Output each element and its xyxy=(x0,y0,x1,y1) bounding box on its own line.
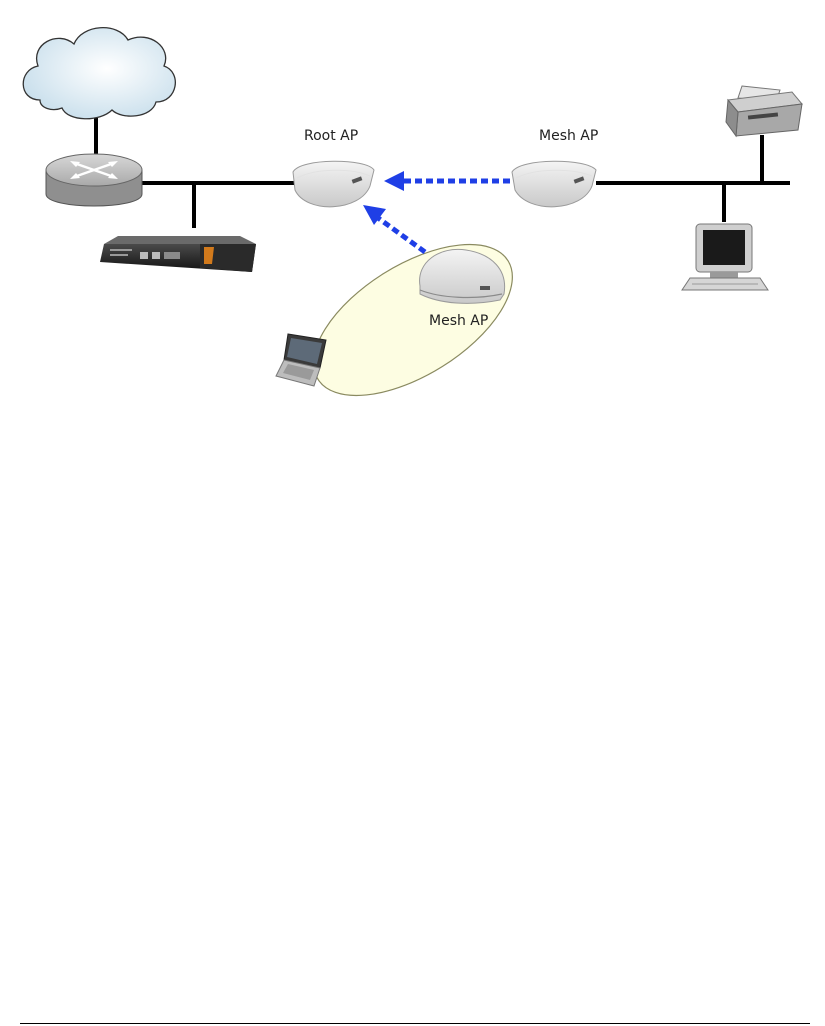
mesh-ap-label-right: Mesh AP xyxy=(539,128,598,144)
root-ap-label: Root AP xyxy=(304,128,358,144)
zonedirector-icon xyxy=(100,236,256,272)
desktop-computer-icon xyxy=(682,224,768,290)
cloud-icon xyxy=(23,28,175,119)
access-point-icon xyxy=(512,161,596,207)
mesh-ap-label-bottom: Mesh AP xyxy=(429,313,488,329)
wired-links xyxy=(96,118,790,228)
printer-icon xyxy=(726,86,802,136)
mesh-link-diagonal xyxy=(374,215,425,252)
mesh-link-arrowhead xyxy=(384,171,404,191)
footer-rule xyxy=(20,1023,810,1024)
access-point-icon xyxy=(293,161,374,207)
mesh-link-arrowhead xyxy=(363,205,386,225)
mesh-links xyxy=(374,181,510,252)
router-icon xyxy=(46,154,142,206)
